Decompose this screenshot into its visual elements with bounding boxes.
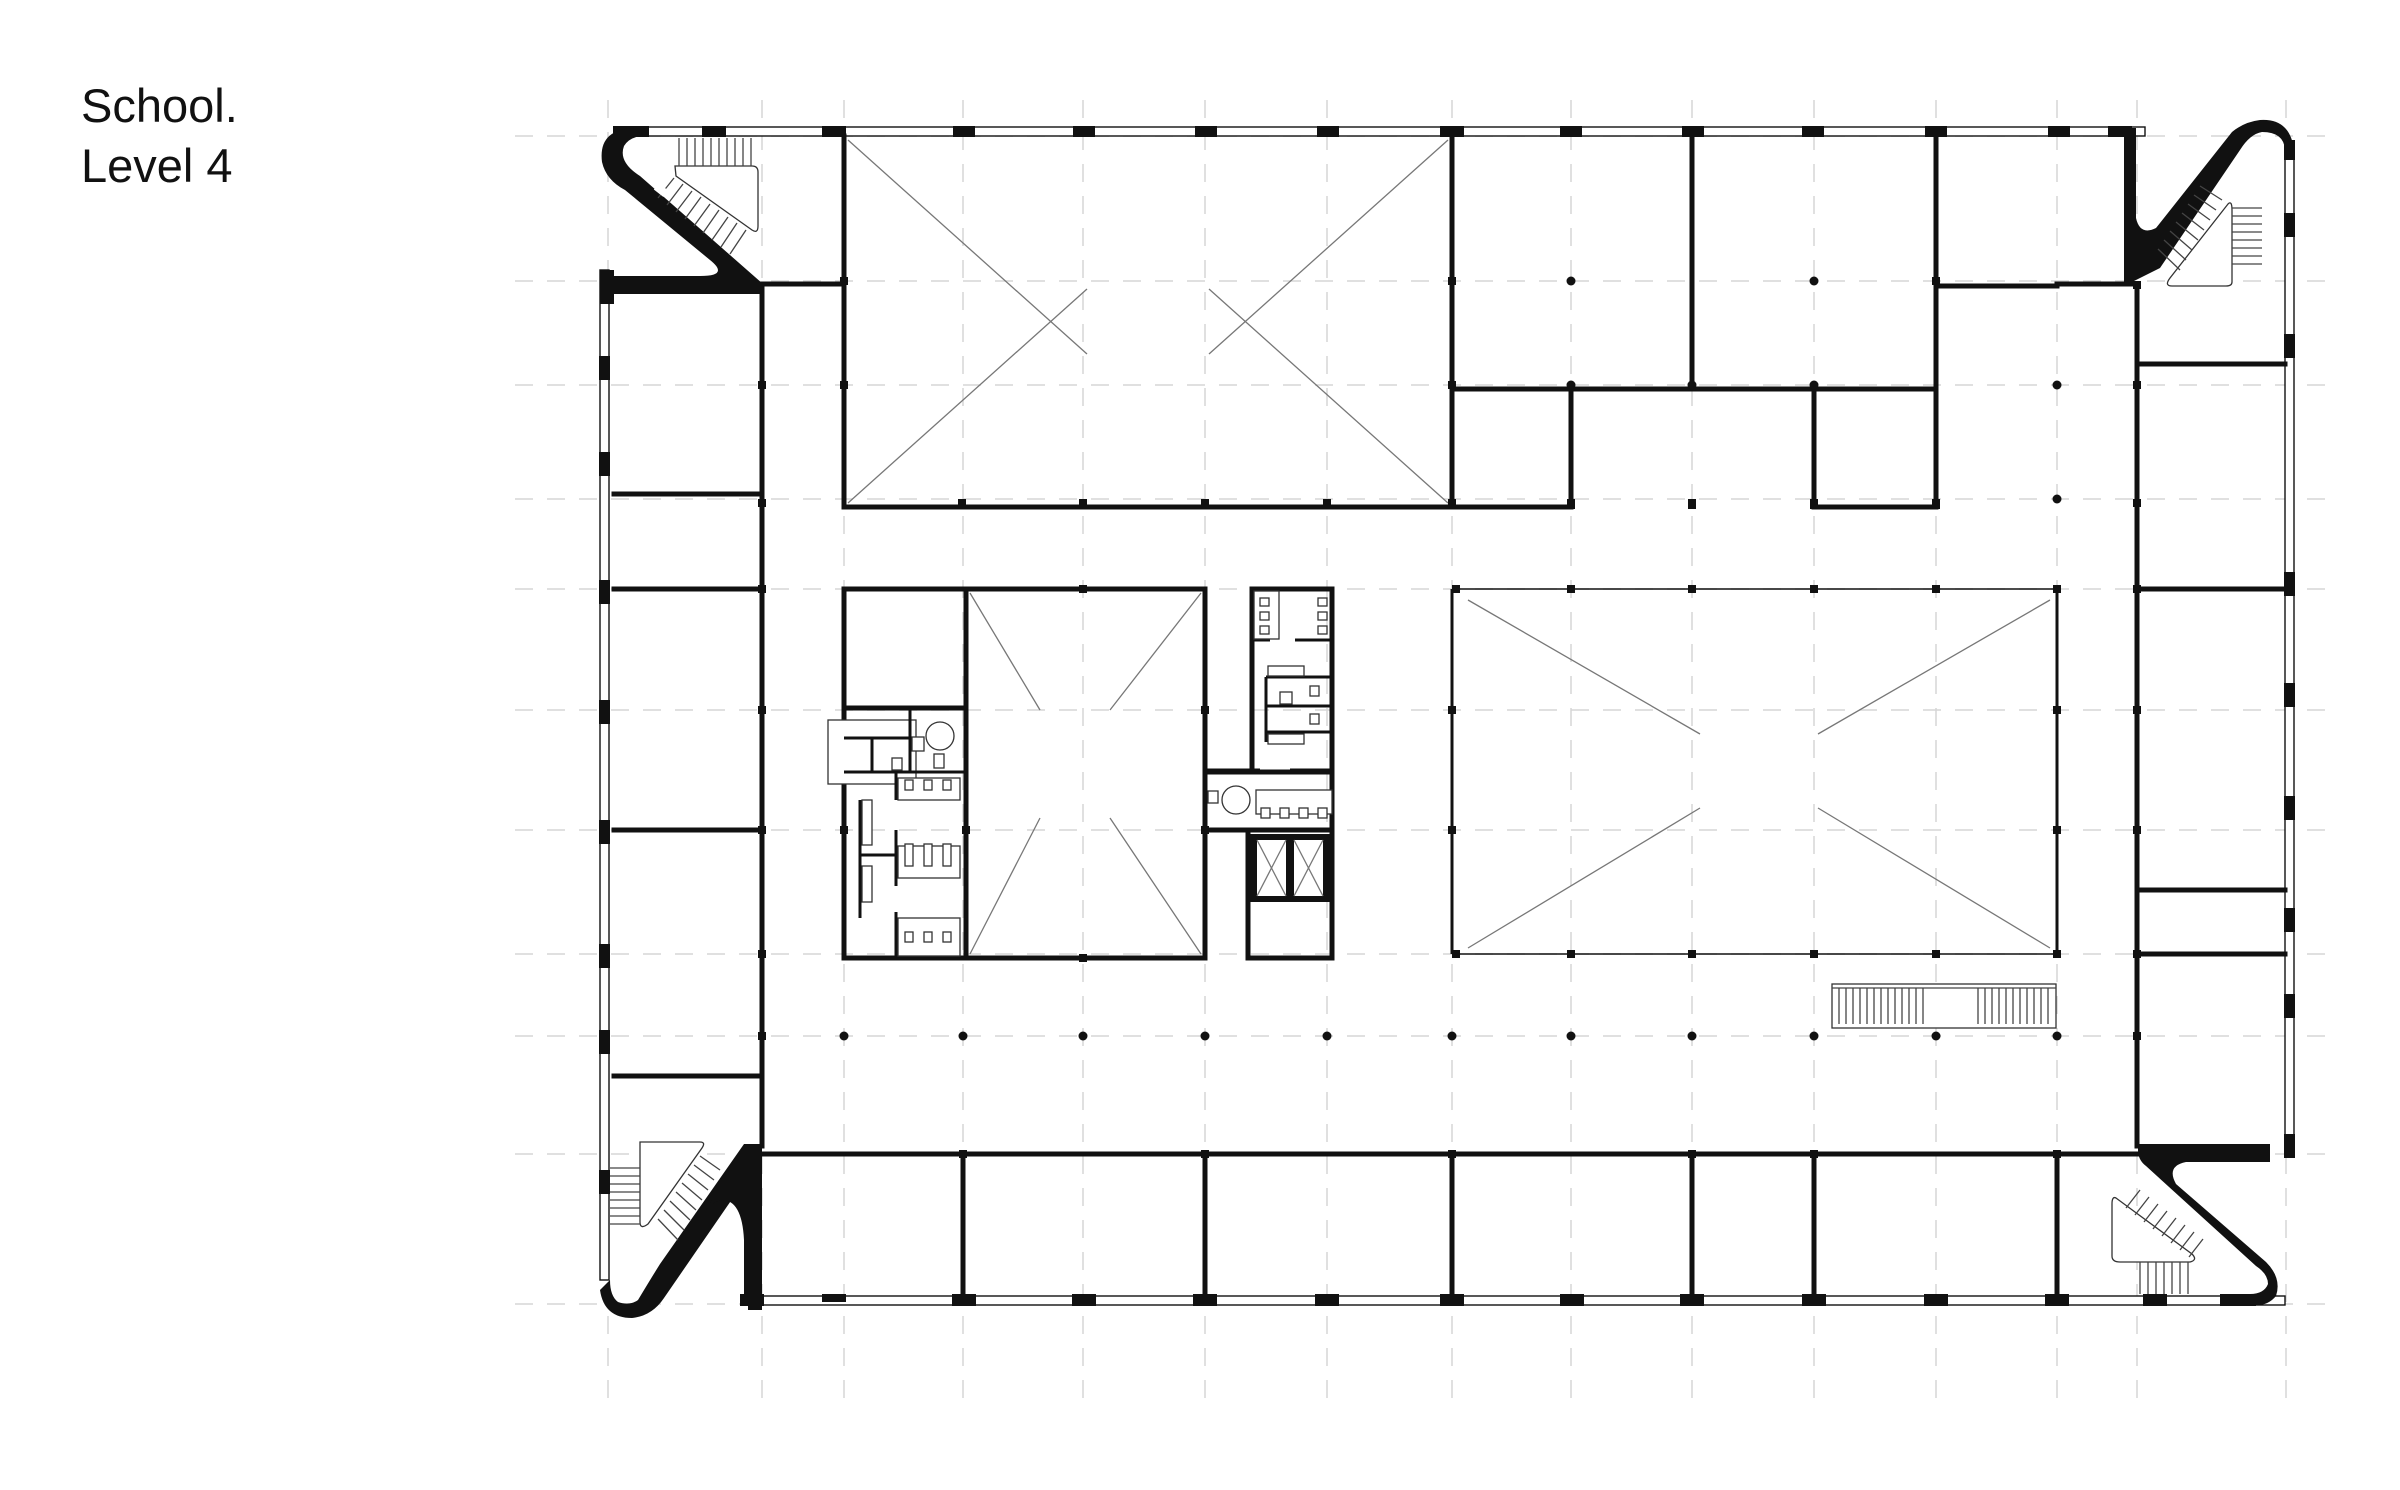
title-line-school: School. [81,79,238,132]
stair-top-right [2124,119,2294,287]
east-atrium-void [1450,588,2059,955]
stair-top-left [600,128,763,304]
columns [758,276,2141,1158]
north-east-rooms [1449,133,2060,510]
east-rooms [2134,361,2288,957]
drawing-title: School. Level 4 [81,76,238,196]
stair-bottom-right [2111,1144,2278,1305]
south-rooms [960,1151,2060,1299]
north-atrium-void [841,133,1455,510]
west-core [827,586,1208,961]
central-atrium-void [969,592,1202,955]
title-line-level: Level 4 [81,139,233,192]
outer-facade [599,126,2295,1306]
east-core [1202,586,1335,961]
facade-piers [599,126,2295,1306]
stair-bottom-left [600,1141,762,1318]
west-rooms [611,491,765,1079]
south-east-stair [1831,983,2057,1029]
